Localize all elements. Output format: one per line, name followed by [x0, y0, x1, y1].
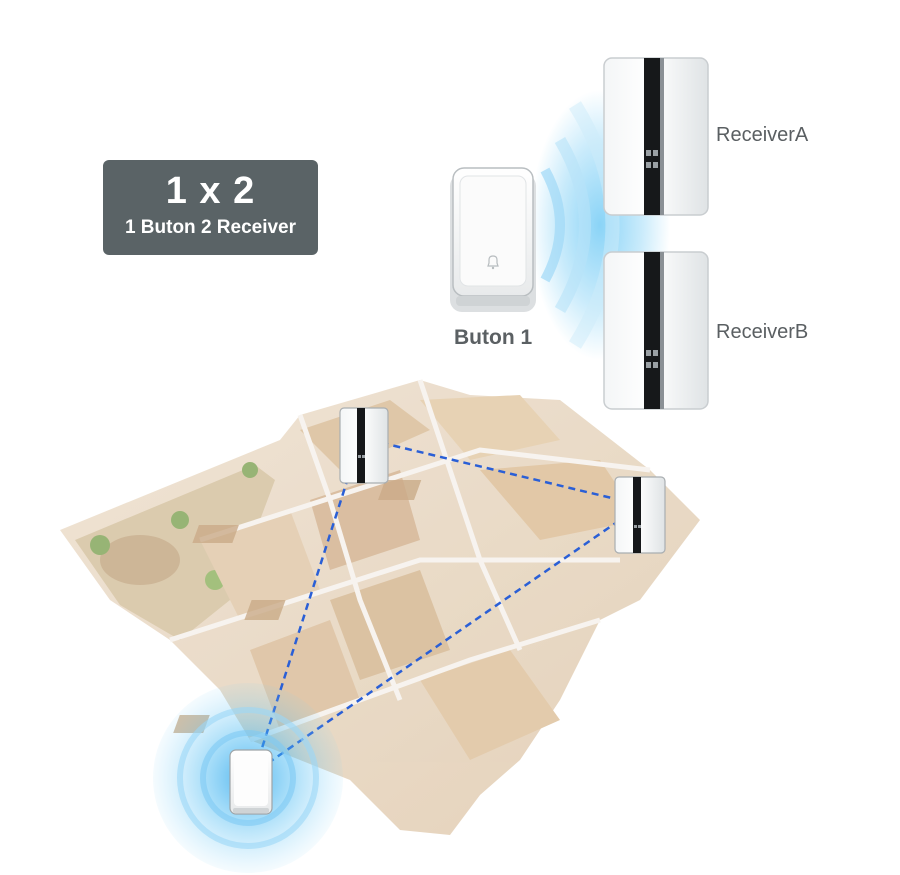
receiver-b-label: ReceiverB	[716, 321, 809, 343]
badge-title: 1 x 2	[165, 170, 256, 212]
floor-plan	[60, 379, 700, 835]
receiver-b-device	[603, 251, 709, 410]
config-badge: 1 x 2 1 Buton 2 Receiver	[103, 160, 318, 255]
receiver-a-label: ReceiverA	[716, 124, 809, 146]
button-map-bottom	[229, 749, 273, 815]
bell-icon	[487, 255, 499, 270]
receiver-a-device	[603, 57, 709, 216]
receiver-map-left	[339, 407, 389, 484]
button-device	[450, 167, 536, 312]
button-label: Buton 1	[454, 326, 533, 349]
receiver-map-right	[614, 476, 666, 554]
badge-subtitle: 1 Buton 2 Receiver	[124, 217, 297, 238]
